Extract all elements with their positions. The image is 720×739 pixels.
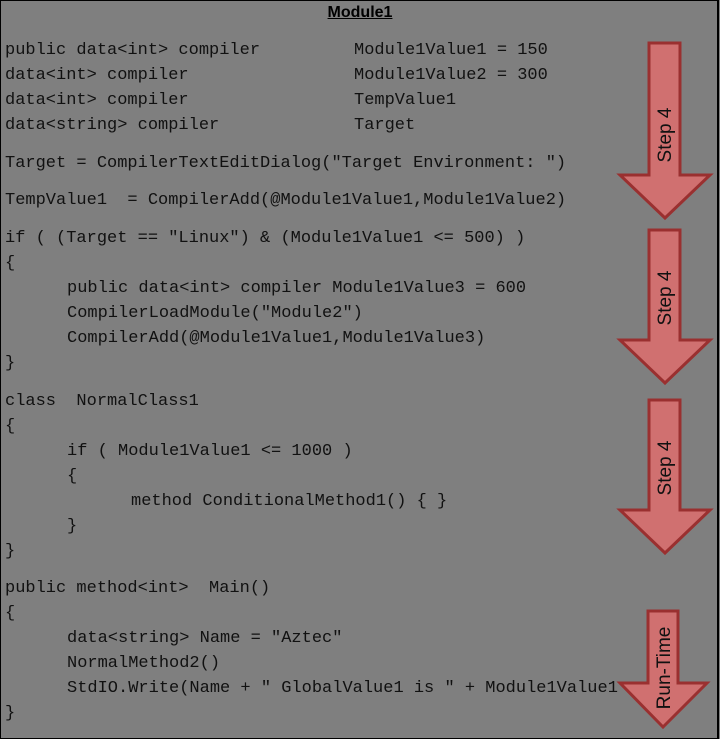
code-line: StdIO.Write(Name + " GlobalValue1 is " +… — [67, 679, 618, 698]
code-line: CompilerLoadModule("Module2") — [67, 304, 363, 323]
code-line: class NormalClass1 — [5, 392, 199, 411]
code-line: data<int> compiler — [5, 91, 189, 110]
code-line-value: TempValue1 — [354, 91, 457, 110]
code-line: { — [5, 417, 16, 436]
step-arrow-3: Step 4 — [616, 398, 714, 556]
code-line: if ( Module1Value1 <= 1000 ) — [67, 442, 353, 461]
code-line: { — [5, 254, 16, 273]
code-line: NormalMethod2() — [67, 654, 221, 673]
step-arrow-2: Step 4 — [616, 228, 714, 386]
code-line: data<int> compiler — [5, 66, 189, 85]
code-line-value: Target — [354, 116, 416, 135]
code-line: } — [5, 542, 16, 561]
code-line-value: Module1Value1 = 150 — [354, 41, 548, 60]
code-line: if ( (Target == "Linux") & (Module1Value… — [5, 229, 526, 248]
code-line: method ConditionalMethod1() { } — [131, 492, 448, 511]
code-line: } — [67, 517, 78, 536]
module-title: Module1 — [327, 4, 393, 21]
code-line: { — [67, 467, 78, 486]
code-line: CompilerAdd(@Module1Value1,Module1Value3… — [67, 329, 486, 348]
code-line: TempValue1 = CompilerAdd(@Module1Value1,… — [5, 191, 567, 210]
arrow-label: Run-Time — [654, 627, 675, 710]
code-line-value: Module1Value2 = 300 — [354, 66, 548, 85]
code-line: public method<int> Main() — [5, 579, 271, 598]
code-line: Target = CompilerTextEditDialog("Target … — [5, 154, 567, 173]
code-line: data<string> compiler — [5, 116, 220, 135]
code-line: public data<int> compiler Module1Value3 … — [67, 279, 527, 298]
code-line: data<string> Name = "Aztec" — [67, 629, 343, 648]
runtime-arrow: Run-Time — [616, 609, 711, 730]
step-arrow-1: Step 4 — [616, 41, 714, 221]
code-line: { — [5, 604, 16, 623]
code-line: public data<int> compiler — [5, 41, 261, 60]
arrow-label: Step 4 — [655, 440, 676, 495]
arrow-label: Step 4 — [655, 107, 676, 162]
code-line: } — [5, 354, 16, 373]
code-line: } — [5, 704, 16, 723]
arrow-label: Step 4 — [655, 270, 676, 325]
